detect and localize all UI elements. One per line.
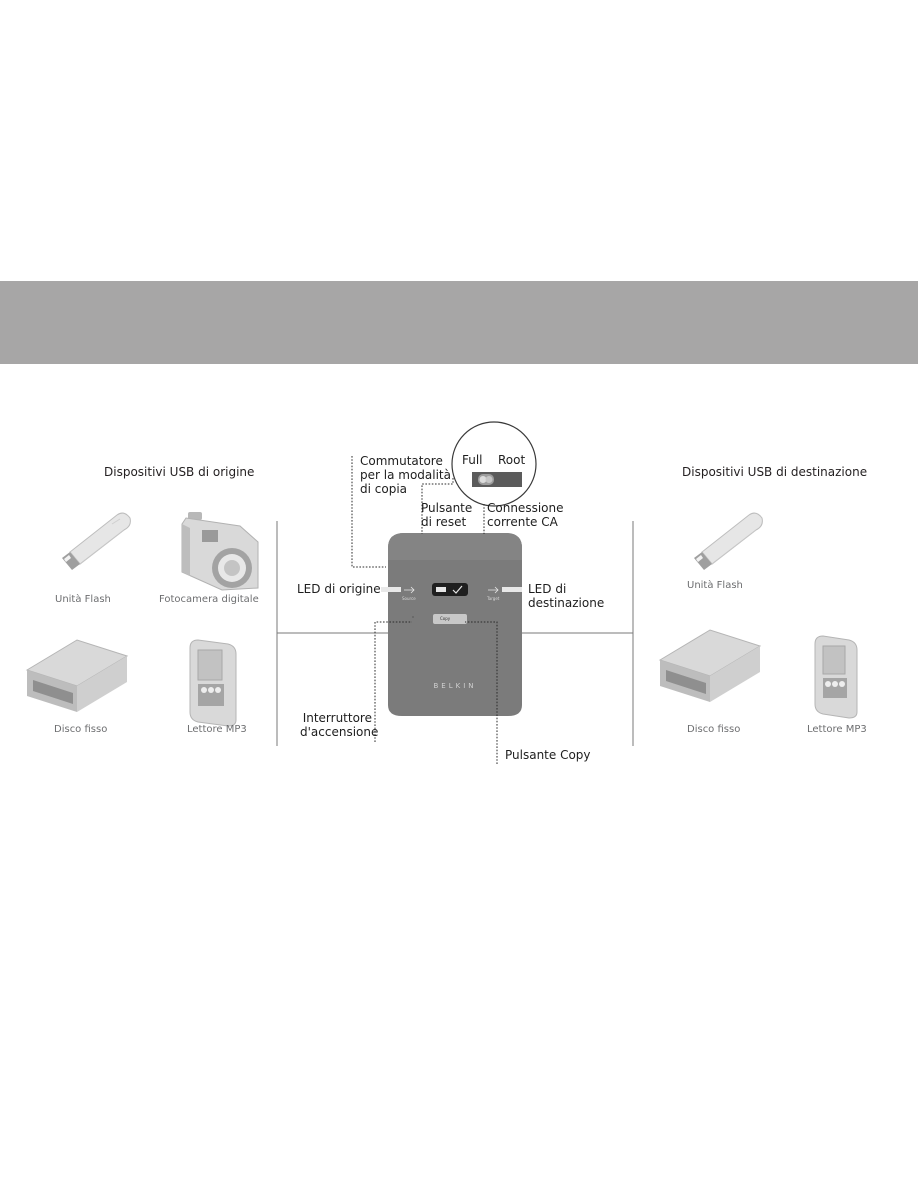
reset-button-callout: Pulsante di reset [421,501,473,529]
status-display [432,583,468,596]
brand-logo: BELKIN [433,682,477,690]
dest-hard-drive-label: Disco fisso [687,724,741,735]
copy-button [433,614,467,624]
dest-led-callout: LED di destinazione [528,582,605,610]
source-led-callout: LED di origine [297,582,381,596]
source-led [381,587,401,592]
belkin-device [381,533,522,716]
divider-lines [276,521,634,746]
power-connection-callout: Connessione corrente CA [487,501,564,529]
mp3-player-icon [189,639,237,727]
header-band [0,281,918,364]
mp3-player-icon [814,635,858,719]
power-switch-callout: Interruttore d'accensione [300,711,379,739]
dest-led-text: Target [487,596,500,601]
copy-button-callout: Pulsante Copy [505,748,591,762]
usb-flash-drive-icon [694,512,763,570]
source-led-text: Source [402,596,416,601]
callout-leaders [351,456,498,764]
copy-button-label[interactable]: Copy [440,616,451,621]
source-camera-label: Fotocamera digitale [159,594,259,605]
root-label: Root [498,453,526,467]
source-hard-drive-label: Disco fisso [54,724,108,735]
destination-section-title: Dispositivi USB di destinazione [682,465,868,479]
usb-flash-drive-icon [62,512,131,570]
digital-camera-icon [181,512,259,591]
source-mp3-label: Lettore MP3 [187,724,247,735]
source-flash-label: Unità Flash [55,594,111,605]
hard-drive-icon [658,629,762,702]
mode-switch-detail [451,421,537,507]
dest-mp3-label: Lettore MP3 [807,724,867,735]
source-section-title: Dispositivi USB di origine [104,465,255,479]
dest-led [502,587,522,592]
hard-drive-icon [25,639,129,712]
dest-flash-label: Unità Flash [687,580,743,591]
full-label: Full [462,453,483,467]
mode-switch-callout: Commutatore per la modalità di copia [360,454,451,496]
